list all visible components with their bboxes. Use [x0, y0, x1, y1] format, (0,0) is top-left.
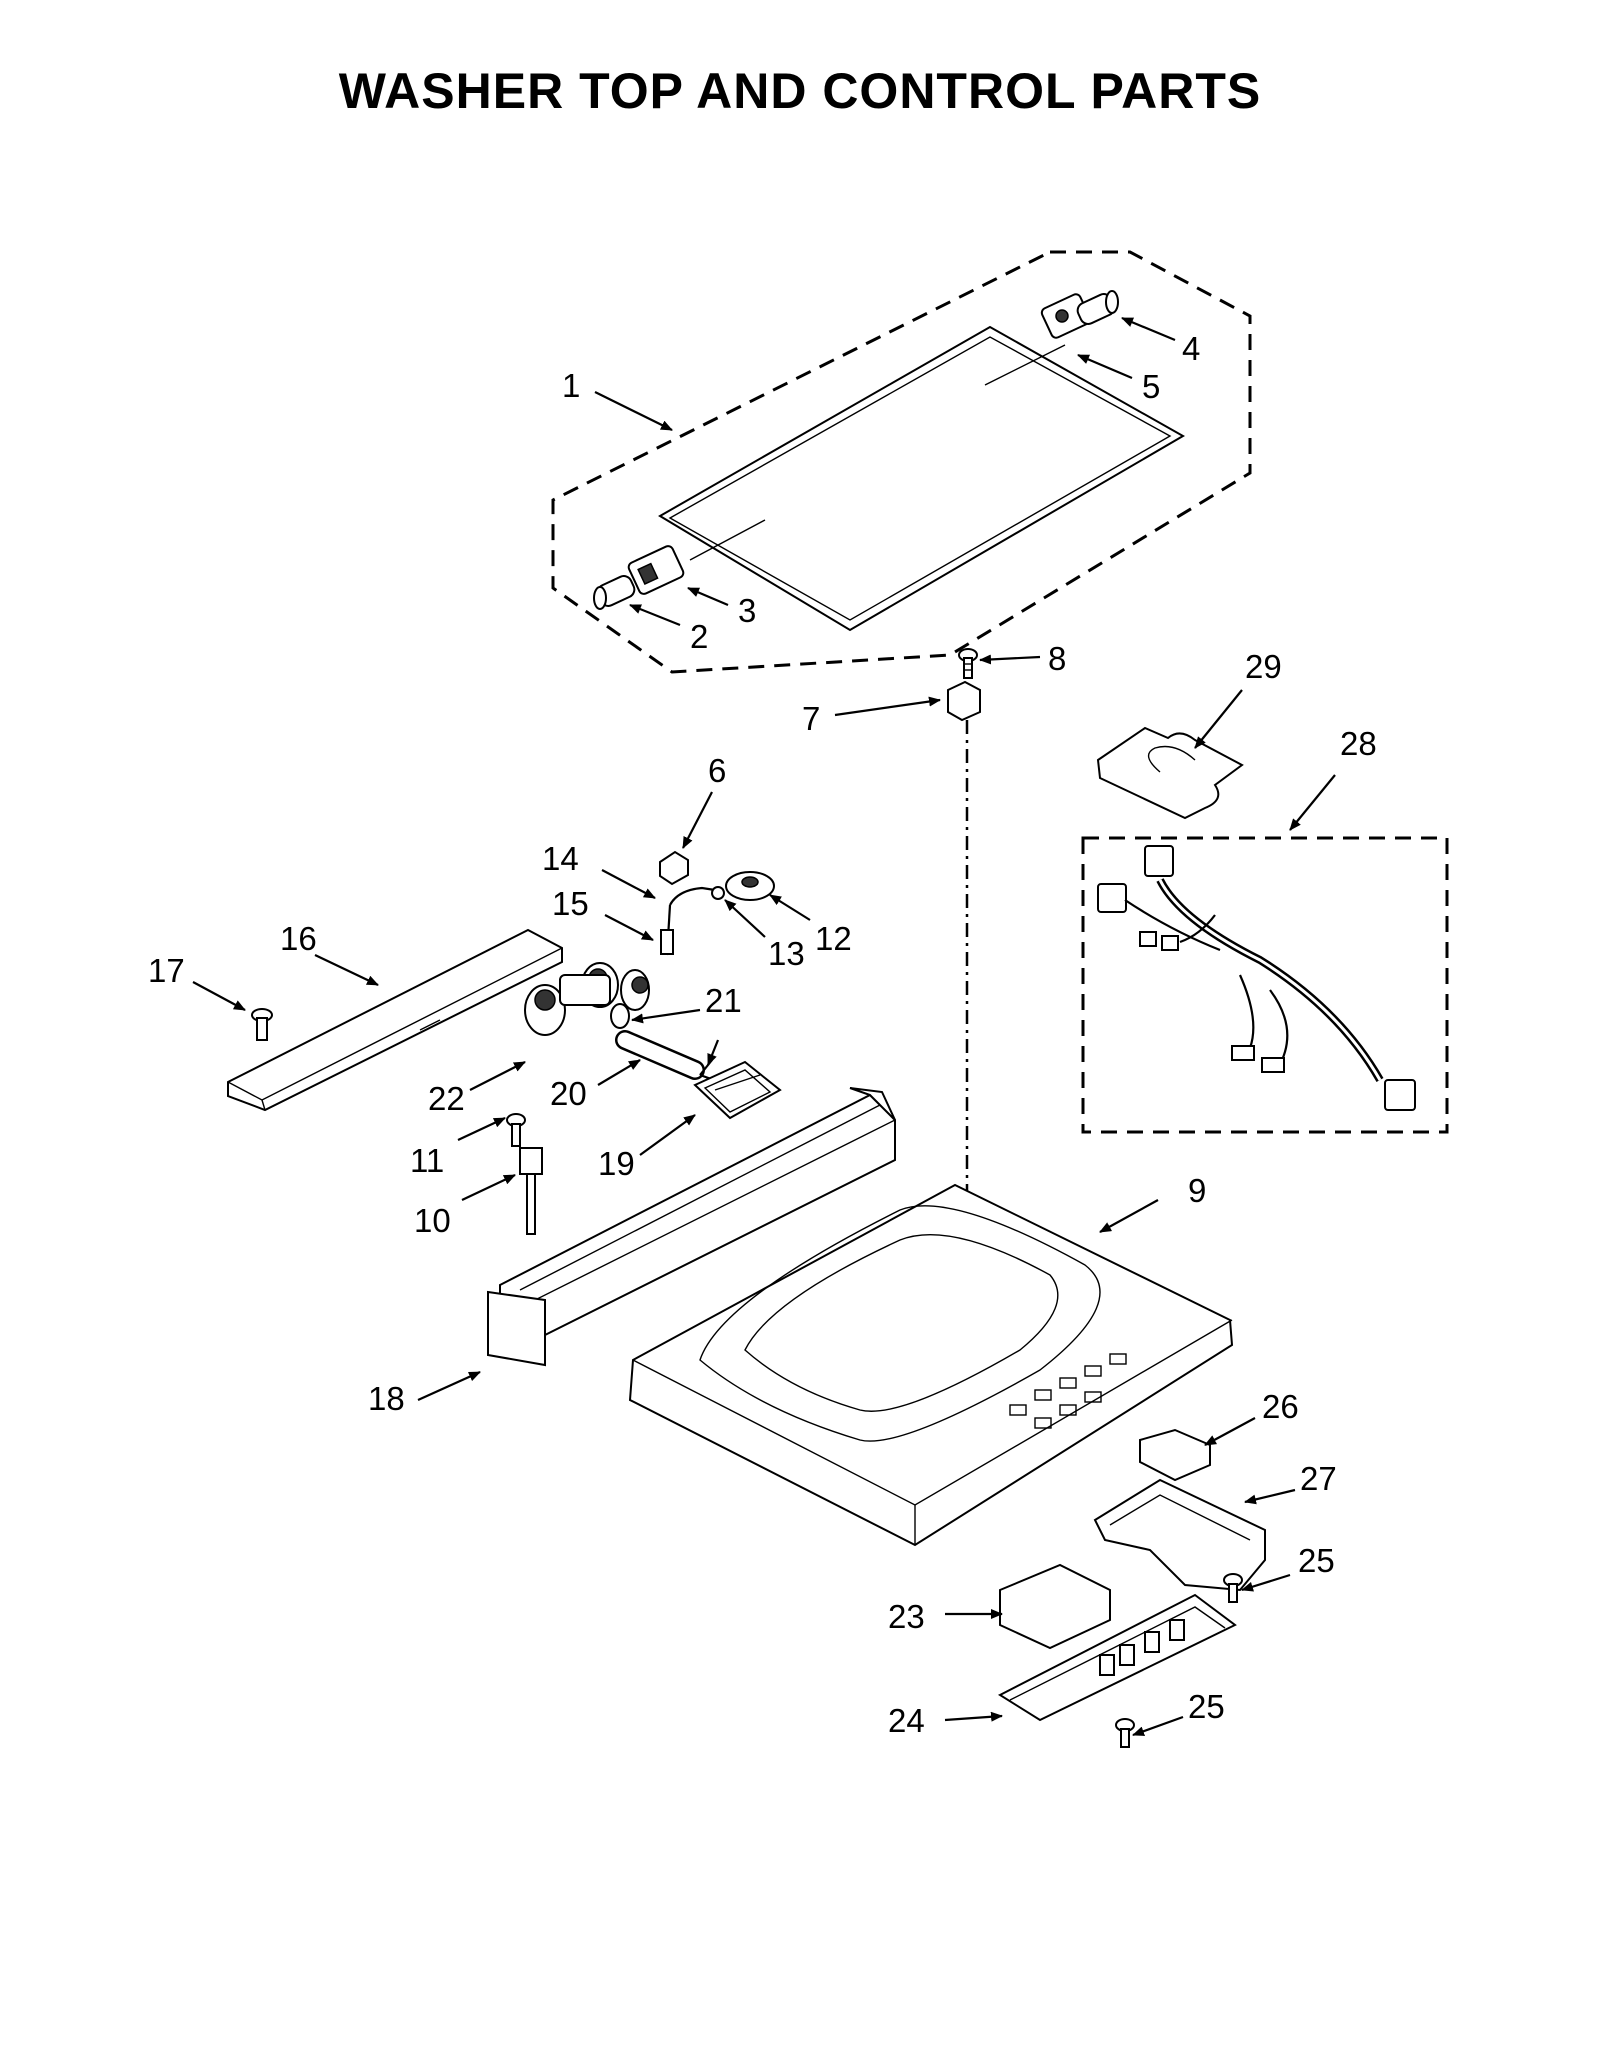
washer-control-buttons [1009, 1353, 1127, 1429]
lid-hinge-guide-line-left [689, 519, 766, 561]
callout-21-upper: 21 [705, 982, 742, 1019]
callout-2: 2 [690, 618, 708, 655]
wire-harness-dashed-box [1081, 836, 1449, 1134]
harness-plug-a [1139, 931, 1157, 947]
harness-plug-d [1261, 1057, 1285, 1073]
lid-switch-10 [519, 1147, 543, 1235]
callout-9: 9 [1188, 1172, 1206, 1209]
wire-harness-28 [1081, 836, 1449, 1134]
callout-25-upper: 25 [1298, 1542, 1335, 1579]
callout-20: 20 [550, 1075, 587, 1112]
callout-22: 22 [428, 1080, 465, 1117]
clip-7 [947, 680, 981, 722]
callout-19: 19 [598, 1145, 635, 1182]
callout-6: 6 [708, 752, 726, 789]
callout-28: 28 [1340, 725, 1377, 762]
callout-25-lower: 25 [1188, 1688, 1225, 1725]
callout-8: 8 [1048, 640, 1066, 677]
harness-connector-2 [1144, 845, 1174, 877]
hinge-bushing-right [1076, 290, 1119, 325]
control-panel-cover-16 [227, 928, 563, 1112]
harness-main-cable [1156, 878, 1384, 1082]
callout-1: 1 [562, 367, 580, 404]
control-board-24 [997, 1593, 1237, 1722]
clip-6 [659, 850, 689, 886]
callout-10: 10 [414, 1202, 451, 1239]
callout-4: 4 [1182, 330, 1200, 367]
callout-7: 7 [802, 700, 820, 737]
washer-top-9 [628, 1183, 1234, 1547]
callout-numbers: 1 2 3 4 5 6 7 8 9 10 11 12 13 14 15 16 1… [148, 330, 1377, 1739]
harness-connector-1 [1097, 883, 1127, 913]
callout-26: 26 [1262, 1388, 1299, 1425]
lid-glass [658, 325, 1186, 632]
callout-23: 23 [888, 1598, 925, 1635]
lid-hinge-guide-line [984, 344, 1066, 386]
console-frame-18 [487, 1087, 896, 1367]
water-valve-22 [524, 962, 650, 1036]
washer-tub-opening [699, 1205, 1101, 1442]
callout-13: 13 [768, 935, 805, 972]
callout-14: 14 [542, 840, 579, 877]
callout-5: 5 [1142, 368, 1160, 405]
callout-24: 24 [888, 1702, 925, 1739]
callout-15: 15 [552, 885, 589, 922]
board-bracket-27 [1093, 1478, 1266, 1592]
pad-29 [1096, 726, 1244, 820]
connector-26 [1139, 1428, 1211, 1482]
callout-12: 12 [815, 920, 852, 957]
screw-11 [506, 1113, 526, 1147]
screw-25-upper [1223, 1573, 1243, 1603]
harness-plug-b [1161, 935, 1179, 951]
callout-29: 29 [1245, 648, 1282, 685]
screw-8 [958, 648, 978, 679]
callout-17: 17 [148, 952, 185, 989]
callout-27: 27 [1300, 1460, 1337, 1497]
board-cover-23 [999, 1563, 1111, 1650]
screw-25-lower [1115, 1718, 1135, 1748]
hose-14 [669, 886, 716, 906]
callout-11: 11 [410, 1142, 444, 1179]
callout-3: 3 [738, 592, 756, 629]
harness-connector-3 [1384, 1079, 1416, 1111]
lid-assembly-dashed-outline [551, 250, 1252, 674]
callout-16: 16 [280, 920, 317, 957]
callout-18: 18 [368, 1380, 405, 1417]
lid-glass-inner-edge [668, 336, 1172, 621]
hinge-bushing-left [593, 575, 636, 610]
tube-15 [660, 929, 674, 955]
dispenser-19 [693, 1060, 782, 1120]
hose-clamp-21-upper [610, 1003, 630, 1029]
lid-switch-clip-group [947, 648, 981, 1195]
lid-assembly-group [551, 250, 1252, 674]
lid-hinge-left [627, 545, 685, 595]
screw-17 [251, 1008, 273, 1041]
diagram-title: WASHER TOP AND CONTROL PARTS [338, 63, 1262, 119]
leader-arrows [192, 316, 1336, 1737]
harness-plug-c [1231, 1045, 1255, 1061]
clamp-13 [711, 886, 725, 900]
